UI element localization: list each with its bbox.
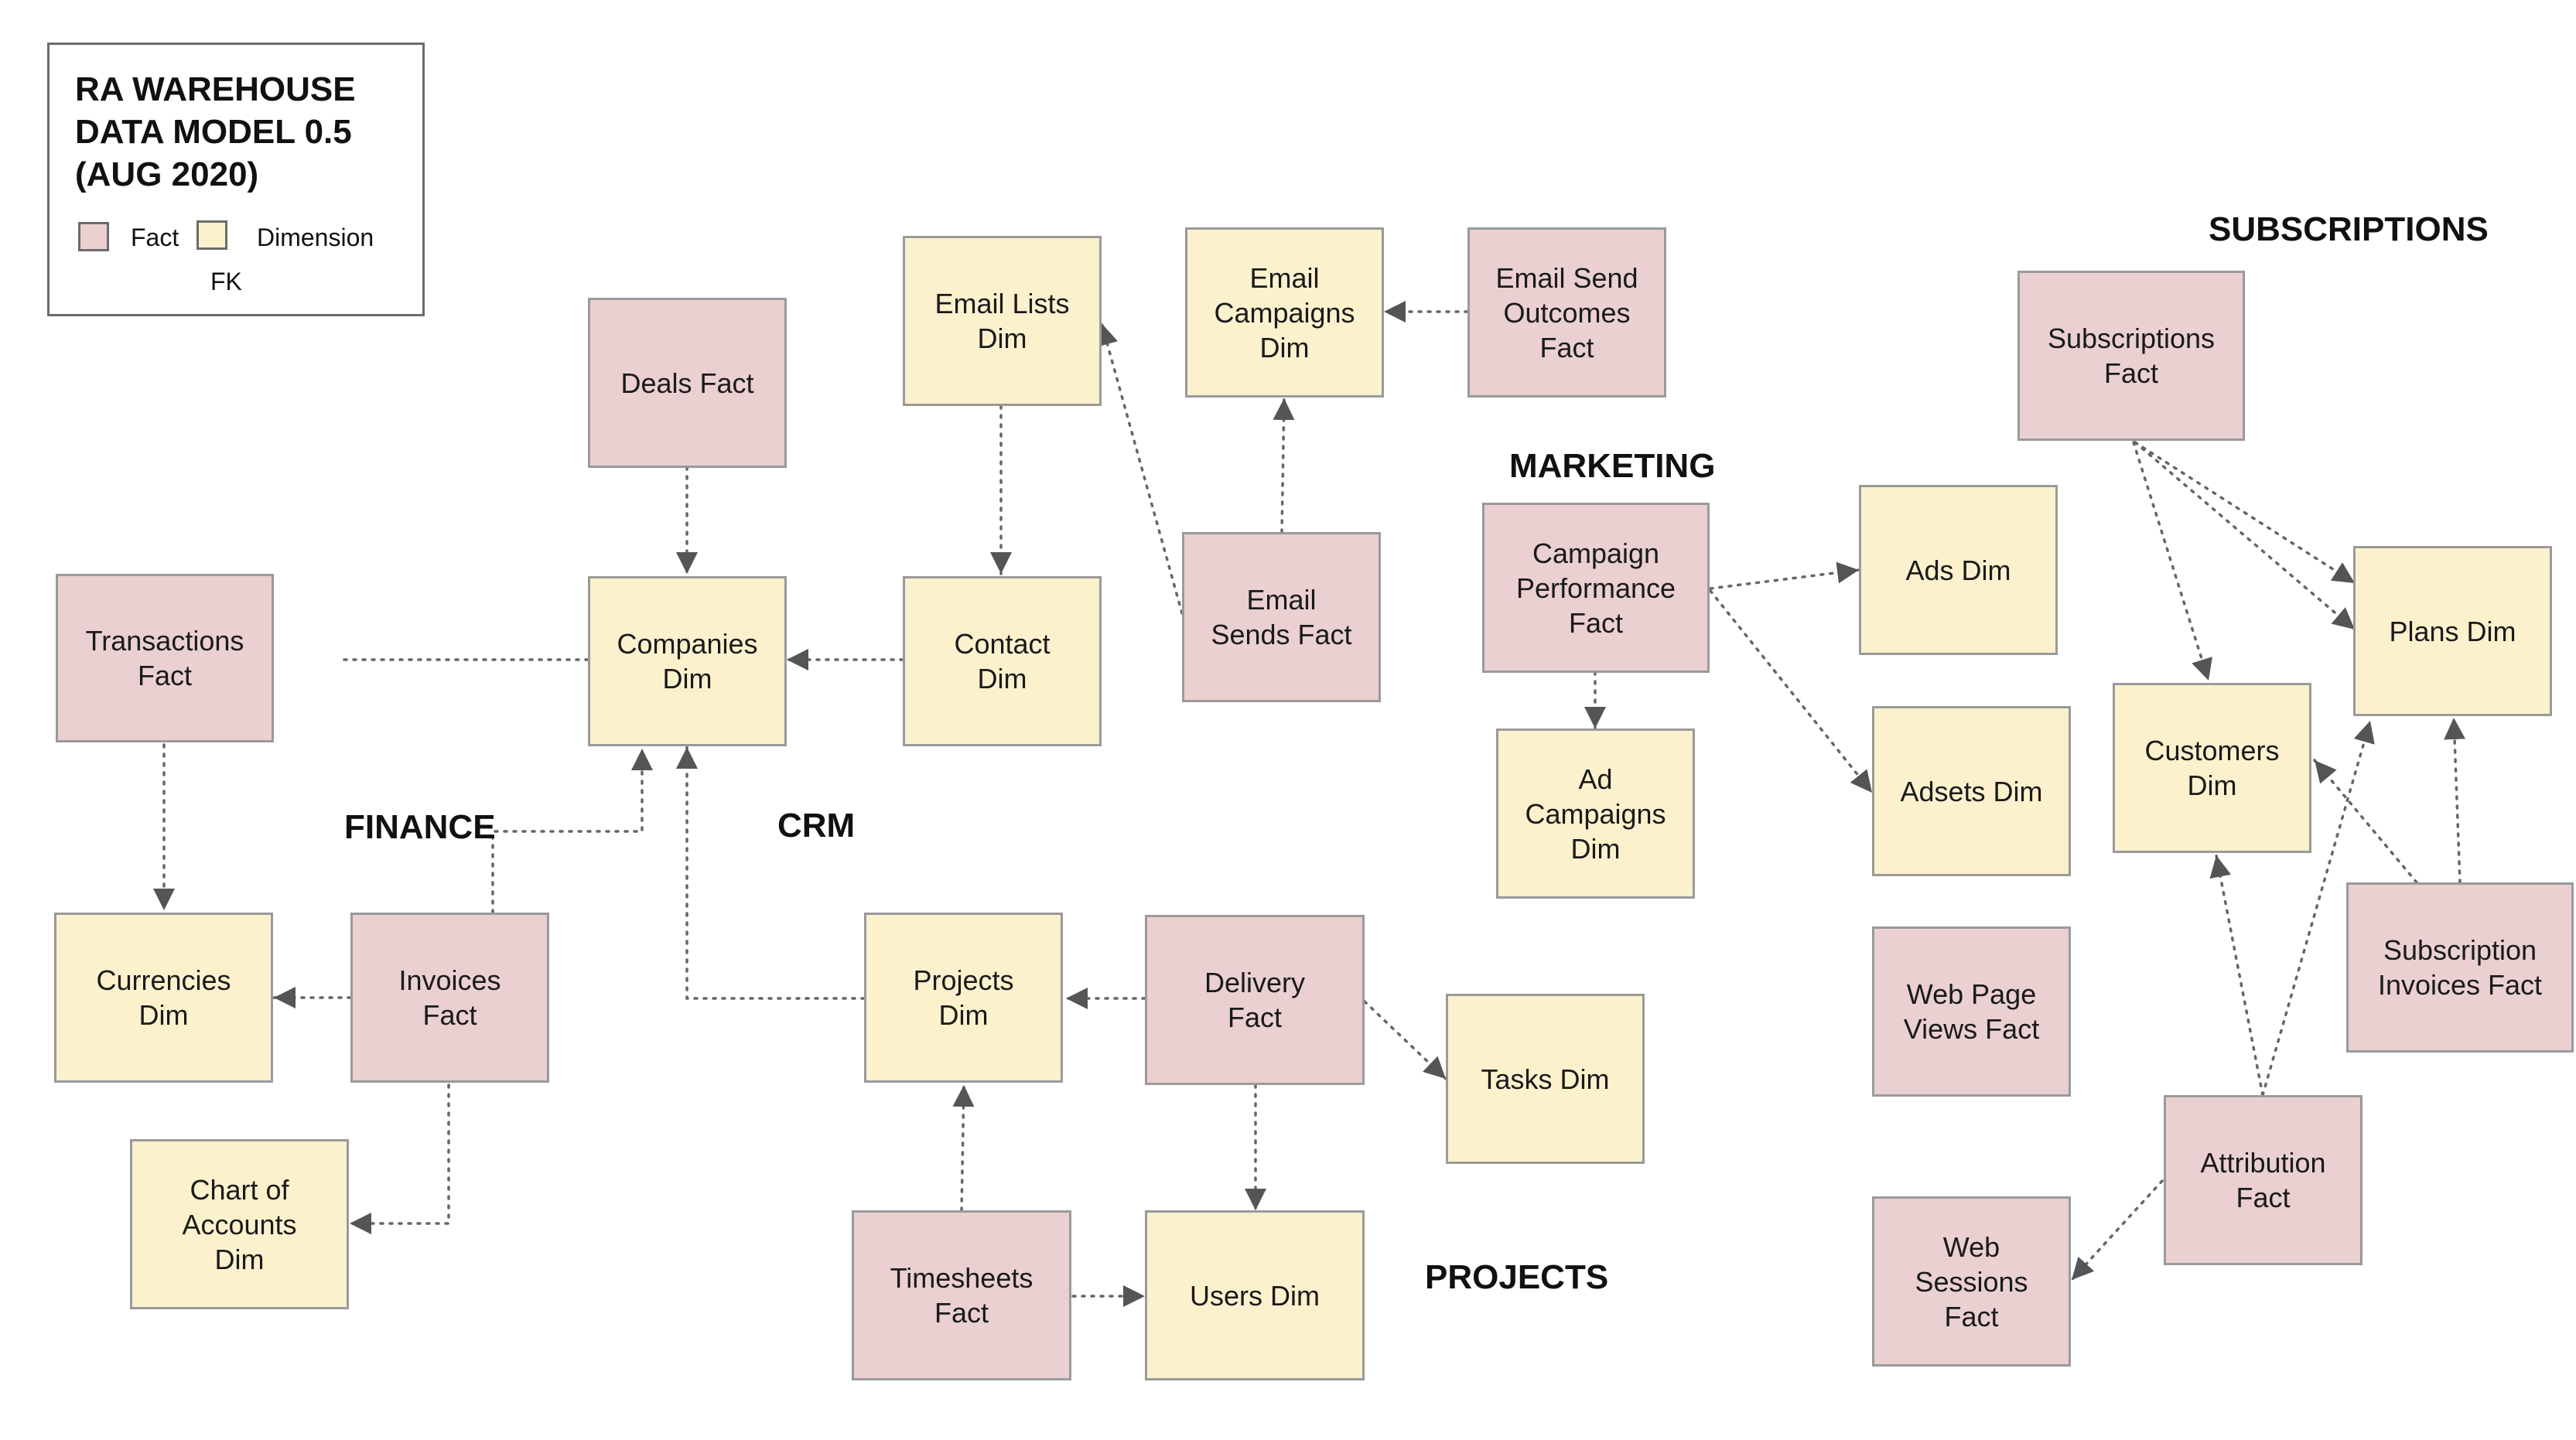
section-crm: CRM (777, 807, 856, 845)
legend-fact-swatch (78, 222, 109, 251)
entity-companies-dim: Companies Dim (588, 576, 787, 746)
edge-subscriptions-plans-a (2134, 441, 2356, 585)
entity-subscription-invoices-fact: Subscription Invoices Fact (2346, 882, 2574, 1053)
section-marketing: MARKETING (1509, 447, 1716, 485)
entity-web-sessions-fact: Web Sessions Fact (1872, 1196, 2071, 1367)
section-subscriptions: SUBSCRIPTIONS (2209, 210, 2489, 248)
entity-email-send-outcomes-fact: Email Send Outcomes Fact (1467, 227, 1666, 398)
edge-attribution-web-sessions (2070, 1179, 2164, 1281)
entity-web-page-views-fact: Web Page Views Fact (1872, 926, 2071, 1097)
edge-subscription-invoices-customers (2313, 759, 2418, 884)
legend-dimension-swatch (196, 220, 227, 250)
entity-campaign-performance-fact: Campaign Performance Fact (1482, 503, 1710, 673)
entity-tasks-dim: Tasks Dim (1446, 994, 1645, 1164)
entity-delivery-fact: Delivery Fact (1145, 915, 1365, 1085)
legend-fact-label: Fact (131, 224, 179, 251)
entity-customers-dim: Customers Dim (2113, 683, 2311, 853)
edge-email-sends-email-lists (1096, 322, 1184, 615)
entity-adsets-dim: Adsets Dim (1872, 706, 2071, 876)
entity-email-campaigns-dim: Email Campaigns Dim (1185, 227, 1384, 398)
edge-subscriptions-plans-b (2134, 441, 2356, 631)
diagram-title: RA WAREHOUSE DATA MODEL 0.5 (AUG 2020) (75, 70, 356, 193)
entity-chart-of-accounts-dim: Chart of Accounts Dim (130, 1139, 349, 1309)
edge-invoices-chart-of-accounts (348, 1083, 450, 1234)
edge-invoices-companies (491, 747, 653, 914)
entity-ad-campaigns-dim: Ad Campaigns Dim (1496, 729, 1695, 899)
entity-email-sends-fact: Email Sends Fact (1182, 532, 1381, 702)
entity-subscriptions-fact: Subscriptions Fact (2017, 271, 2245, 441)
section-finance: FINANCE (344, 808, 496, 846)
entity-plans-dim: Plans Dim (2353, 546, 2552, 716)
entity-contact-dim: Contact Dim (903, 576, 1102, 746)
edge-campaign-performance-adsets (1709, 589, 1874, 794)
edge-attribution-customers (2209, 854, 2264, 1097)
legend-dimension-label: Dimension (257, 224, 374, 251)
edge-projects-companies (676, 746, 866, 1000)
edge-campaign-performance-ads (1709, 561, 1860, 590)
entity-ads-dim: Ads Dim (1859, 485, 2058, 655)
entity-deals-fact: Deals Fact (588, 298, 787, 468)
section-projects: PROJECTS (1425, 1258, 1609, 1296)
entity-timesheets-fact: Timesheets Fact (852, 1210, 1071, 1380)
edge-subscription-invoices-plans (2444, 716, 2466, 884)
edge-delivery-tasks (1363, 1000, 1447, 1080)
entity-attribution-fact: Attribution Fact (2164, 1095, 2362, 1265)
edge-attribution-plans (2261, 719, 2375, 1097)
edge-subscriptions-customers (2132, 441, 2212, 682)
entity-currencies-dim: Currencies Dim (54, 913, 273, 1083)
legend: RA WAREHOUSE DATA MODEL 0.5 (AUG 2020) F… (47, 43, 425, 316)
legend-fk-label: FK (210, 268, 242, 295)
entity-transactions-fact: Transactions Fact (56, 574, 274, 742)
entity-projects-dim: Projects Dim (864, 913, 1063, 1083)
entity-users-dim: Users Dim (1145, 1210, 1365, 1380)
entity-invoices-fact: Invoices Fact (350, 913, 549, 1083)
edge-timesheets-projects (952, 1083, 975, 1212)
entity-email-lists-dim: Email Lists Dim (903, 236, 1102, 406)
edge-email-sends-email-campaigns (1273, 397, 1295, 534)
